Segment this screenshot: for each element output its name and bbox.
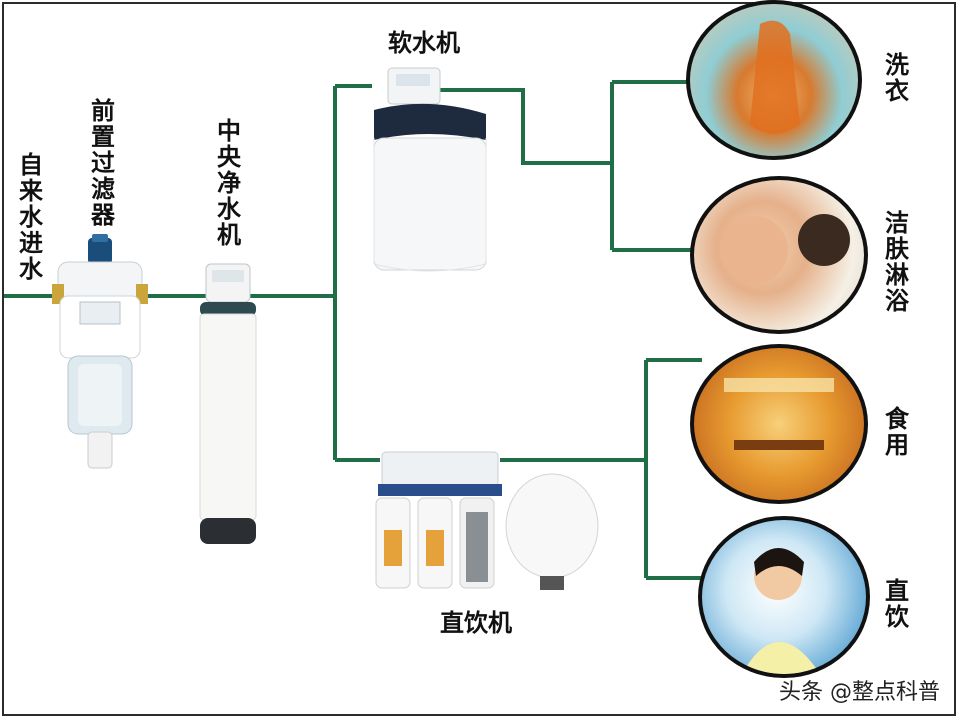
woman-drinking-icon xyxy=(742,548,820,674)
direct-drinking-device xyxy=(375,451,599,590)
cooking-scene-circle xyxy=(690,344,868,504)
softener-out-pipe xyxy=(440,88,612,165)
water-softener-device xyxy=(373,67,487,272)
drinking-label: 直饮 xyxy=(885,577,909,631)
laundry-scene-circle xyxy=(686,0,862,160)
direct-drinking-machine-label: 直饮机 xyxy=(440,609,512,637)
child-face-icon xyxy=(720,214,850,284)
central-purifier-device xyxy=(199,263,257,544)
pre-filter-device xyxy=(52,234,148,469)
watermark: 头条 @整点科普 xyxy=(779,680,940,705)
bathing-scene-circle xyxy=(690,176,868,334)
drinking-scene-circle xyxy=(698,516,870,678)
tap-water-inlet-label: 自来水进水 xyxy=(19,151,43,283)
bathing-label: 洁肤淋浴 xyxy=(885,209,909,315)
water-softener-label: 软水机 xyxy=(388,29,460,57)
cooking-label: 食用 xyxy=(885,405,909,459)
kitchen-table-icon xyxy=(724,378,834,450)
pre-filter-label: 前置过滤器 xyxy=(91,97,115,229)
central-purifier-label: 中央净水机 xyxy=(217,117,241,249)
laundry-label: 洗衣 xyxy=(885,51,909,105)
laundry-cloth-icon xyxy=(750,20,800,135)
